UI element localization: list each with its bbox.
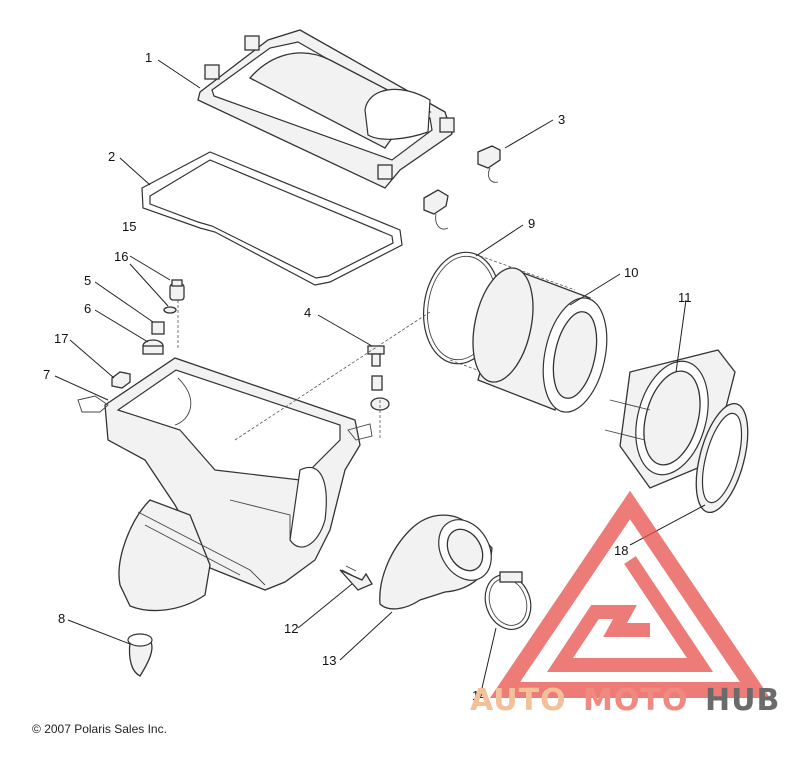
callout-3: 3 — [558, 112, 565, 127]
callout-labels: 1 2 3 4 5 6 7 8 9 10 11 12 13 14 15 16 1… — [43, 50, 692, 703]
air-filter-part — [472, 267, 608, 413]
grommet-part — [142, 339, 164, 355]
wing-screw-part — [339, 565, 373, 591]
callout-9: 9 — [528, 216, 535, 231]
callout-5: 5 — [84, 273, 91, 288]
nut-part — [111, 371, 131, 389]
airbox-body-part — [77, 357, 373, 612]
airbox-cover-part — [197, 29, 455, 189]
callout-10: 10 — [624, 265, 638, 280]
watermark-logo — [489, 490, 771, 698]
copyright-notice: © 2007 Polaris Sales Inc. — [32, 722, 167, 736]
callout-16: 16 — [114, 249, 128, 264]
callout-15: 15 — [122, 219, 136, 234]
watermark-triangle-icon — [489, 490, 771, 698]
watermark-wordmark: AUTO MOTO HUB — [470, 683, 780, 718]
callout-7: 7 — [43, 367, 50, 382]
callout-6: 6 — [84, 301, 91, 316]
clip-part — [423, 145, 501, 230]
watermark-g-mark-icon — [546, 556, 714, 672]
washer-part — [163, 306, 177, 314]
watermark-auto: AUTO — [470, 683, 567, 718]
callout-8: 8 — [58, 611, 65, 626]
callout-1: 1 — [145, 50, 152, 65]
callout-17: 17 — [54, 331, 68, 346]
callout-4: 4 — [304, 305, 311, 320]
callout-18: 18 — [614, 543, 628, 558]
intake-boot-part — [379, 514, 493, 610]
spacer-part — [151, 321, 165, 335]
watermark-moto: MOTO — [583, 683, 688, 718]
callout-13: 13 — [322, 653, 336, 668]
copyright-symbol: © — [32, 722, 41, 736]
seal-ring-part — [695, 402, 749, 514]
gasket-part — [141, 151, 403, 286]
callout-2: 2 — [108, 149, 115, 164]
callout-12: 12 — [284, 621, 298, 636]
copyright-text: 2007 Polaris Sales Inc. — [44, 722, 167, 736]
callout-11: 11 — [678, 290, 692, 305]
leader-lines — [54, 59, 706, 689]
alignment-line — [234, 311, 431, 441]
bolt-part — [367, 345, 390, 411]
watermark-hub: HUB — [705, 683, 780, 718]
hose-clamp-part — [484, 571, 532, 630]
drain-valve-part — [127, 633, 153, 677]
callout-14: 14 — [472, 688, 486, 703]
screw-part — [169, 279, 185, 301]
